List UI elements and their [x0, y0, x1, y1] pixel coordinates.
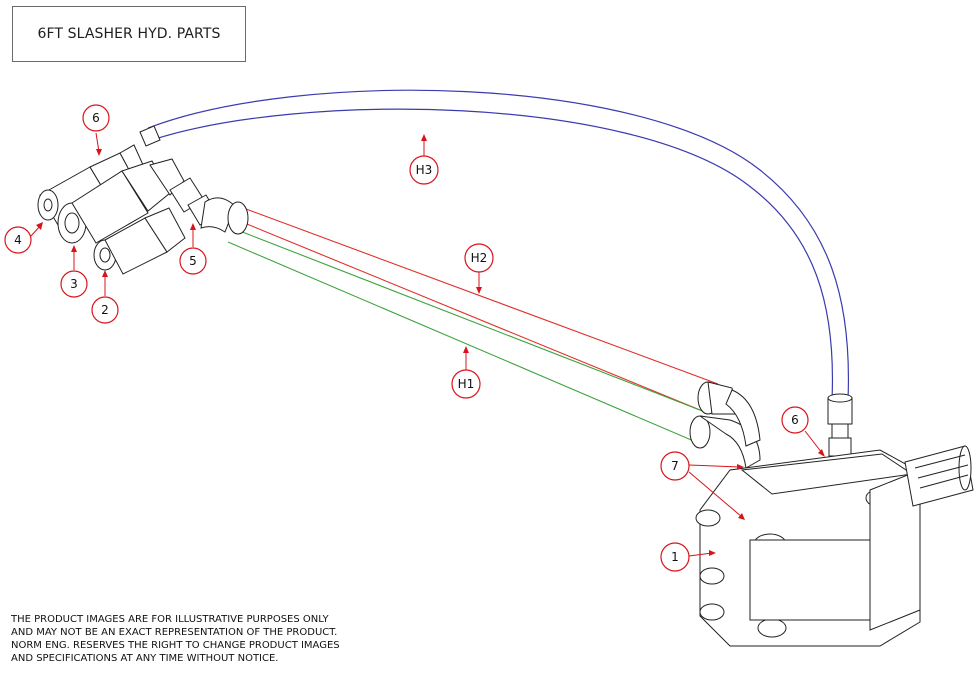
callout-h2-label: H2: [471, 251, 488, 265]
callout-3-label: 3: [70, 277, 78, 291]
callout-h3-label: H3: [416, 163, 433, 177]
callout-6a-label: 6: [92, 111, 100, 125]
callout-h3: H3: [409, 134, 439, 185]
title-box: 6FT SLASHER HYD. PARTS: [12, 6, 246, 62]
callout-4-label: 4: [14, 233, 22, 247]
hose-h2: [237, 205, 719, 411]
disclaimer-line: THE PRODUCT IMAGES ARE FOR ILLUSTRATIVE …: [11, 614, 329, 625]
callout-1: 1: [660, 542, 716, 572]
callout-7: 7: [660, 451, 745, 520]
disclaimer-line: NORM ENG. RESERVES THE RIGHT TO CHANGE P…: [11, 640, 340, 651]
callout-6b-label: 6: [791, 413, 799, 427]
callouts: 6 4 3 2 5: [4, 104, 825, 572]
callout-6a: 6: [82, 104, 110, 156]
callout-h1: H1: [451, 346, 481, 399]
disclaimer-text: THE PRODUCT IMAGES ARE FOR ILLUSTRATIVE …: [11, 613, 371, 665]
callout-h2: H2: [464, 243, 494, 294]
callout-6b: 6: [781, 406, 825, 457]
callout-2-label: 2: [101, 303, 109, 317]
disclaimer-line: AND SPECIFICATIONS AT ANY TIME WITHOUT N…: [11, 653, 279, 664]
disclaimer-line: AND MAY NOT BE AN EXACT REPRESENTATION O…: [11, 627, 338, 638]
page-title: 6FT SLASHER HYD. PARTS: [37, 26, 221, 42]
callout-4: 4: [4, 222, 43, 254]
callout-5: 5: [179, 223, 207, 275]
callout-5-label: 5: [189, 254, 197, 268]
hose-h3: [139, 89, 853, 457]
hydraulic-motor: [695, 445, 974, 647]
hose-h1: [227, 227, 711, 443]
callout-7-label: 7: [671, 459, 679, 473]
callout-3: 3: [60, 245, 88, 298]
callout-h1-label: H1: [458, 377, 475, 391]
callout-1-label: 1: [671, 550, 679, 564]
callout-2: 2: [91, 270, 119, 324]
couplers-fittings: [37, 144, 249, 275]
